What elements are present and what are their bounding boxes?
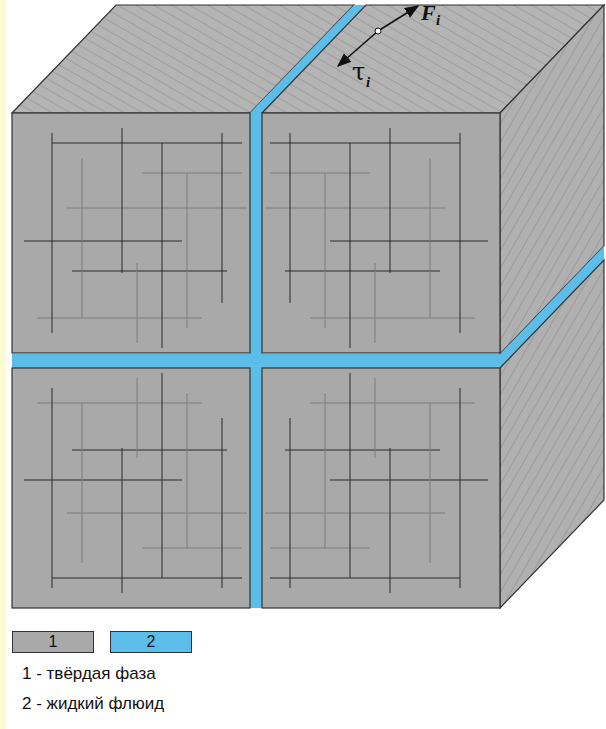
- crack-line: [290, 418, 291, 588]
- crack-line: [24, 480, 182, 481]
- crack-line: [72, 450, 227, 451]
- crack-line: [375, 263, 376, 343]
- crack-line: [67, 208, 247, 209]
- crack-line: [52, 143, 242, 144]
- crack-line: [52, 578, 242, 579]
- solid-block: [262, 113, 500, 353]
- swatch-number: 1: [49, 633, 58, 651]
- crack-line: [142, 548, 242, 549]
- block-face: [12, 113, 250, 353]
- crack-line: [310, 318, 475, 319]
- cube: [12, 5, 604, 608]
- crack-line: [330, 480, 488, 481]
- legend-text: 2 - жидкий флюид: [22, 694, 164, 714]
- crack-line: [270, 173, 370, 174]
- crack-line: [82, 403, 83, 563]
- crack-line: [187, 393, 188, 548]
- force-arrow: [378, 6, 418, 31]
- crack-line: [265, 513, 445, 514]
- crack-line: [222, 418, 223, 588]
- crack-line: [162, 143, 163, 348]
- crack-line: [67, 513, 247, 514]
- crack-line: [162, 373, 163, 578]
- solid-block: [262, 368, 500, 608]
- crack-line: [285, 271, 440, 272]
- legend-swatch: 1: [12, 631, 94, 653]
- crack-line: [52, 388, 53, 588]
- picture-ground: [6, 0, 606, 729]
- crack-line: [350, 143, 351, 348]
- crack-line: [460, 133, 461, 333]
- stress-symbol: τ: [352, 58, 365, 86]
- subscript: i: [436, 12, 440, 29]
- block-face: [262, 368, 500, 608]
- crack-line: [390, 448, 391, 593]
- crack-line: [142, 173, 242, 174]
- crack-line: [137, 378, 138, 458]
- crack-line: [375, 378, 376, 458]
- crack-line: [270, 548, 370, 549]
- solid-block: [12, 113, 250, 353]
- crack-line: [430, 158, 431, 318]
- crack-line: [430, 403, 431, 563]
- crack-line: [122, 128, 123, 273]
- crack-line: [460, 388, 461, 588]
- side-face: [500, 260, 604, 608]
- force-symbol: F: [421, 0, 436, 26]
- subscript: i: [366, 74, 370, 91]
- crack-line: [325, 173, 326, 328]
- block-face: [12, 368, 250, 608]
- swatch-number: 2: [147, 633, 156, 651]
- crack-line: [265, 208, 445, 209]
- crack-line: [137, 263, 138, 343]
- block-face: [262, 113, 500, 353]
- crack-line: [325, 393, 326, 548]
- crack-line: [82, 158, 83, 318]
- crack-line: [187, 173, 188, 328]
- crack-line: [37, 403, 202, 404]
- crack-line: [330, 241, 488, 242]
- crack-line: [350, 373, 351, 578]
- crack-line: [310, 403, 475, 404]
- crack-line: [285, 450, 440, 451]
- solid-block: [12, 368, 250, 608]
- crack-line: [37, 318, 202, 319]
- crack-line: [52, 133, 53, 333]
- legend-swatch: 2: [110, 631, 192, 653]
- legend-text: 1 - твёрдая фаза: [22, 664, 156, 684]
- fluid-gap: [12, 354, 500, 368]
- crack-line: [270, 143, 460, 144]
- crack-line: [290, 133, 291, 303]
- crack-line: [122, 448, 123, 593]
- crack-line: [270, 578, 460, 579]
- crack-line: [72, 271, 227, 272]
- crack-line: [222, 133, 223, 303]
- crack-line: [24, 241, 182, 242]
- crack-line: [390, 128, 391, 273]
- contact-point: [375, 28, 381, 34]
